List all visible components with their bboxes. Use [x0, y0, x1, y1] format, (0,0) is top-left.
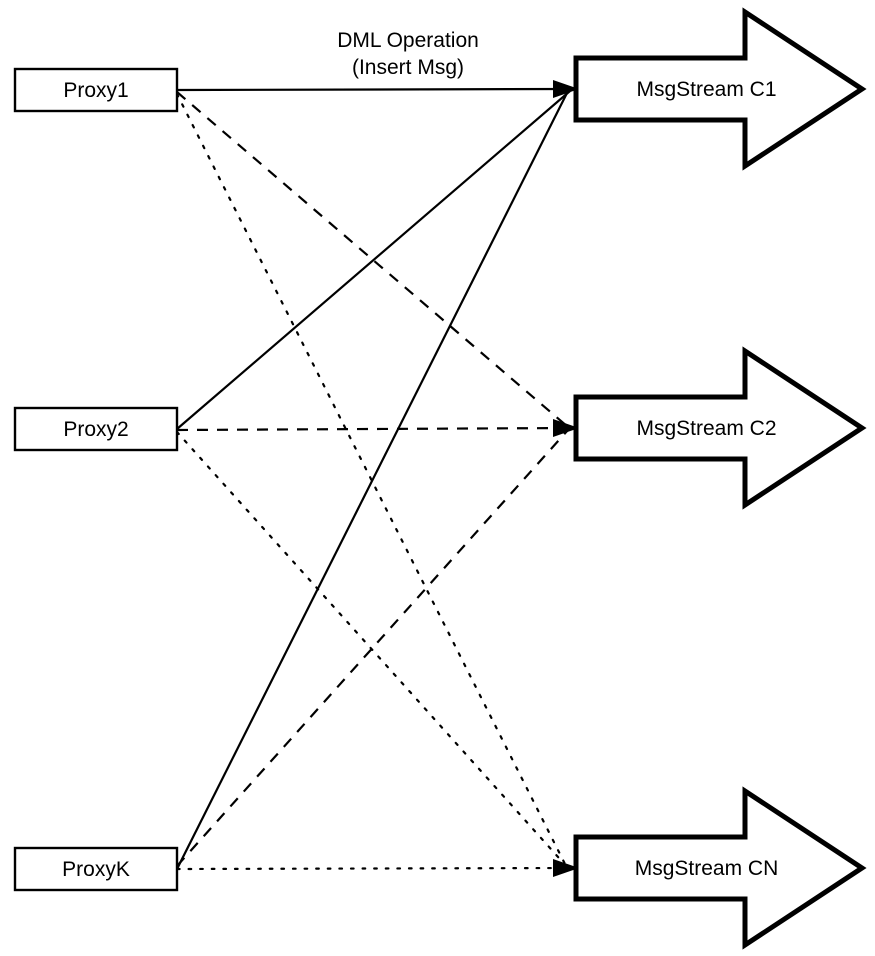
- node-box-rect-proxyk: [13, 846, 179, 892]
- node-proxyk[interactable]: ProxyK: [13, 846, 179, 892]
- edge-proxyk-c2: [176, 429, 569, 867]
- node-box-label-proxyk: ProxyK: [62, 858, 130, 881]
- stream-label-c2: MsgStream C2: [636, 417, 776, 440]
- arrowheads-layer: [553, 80, 579, 877]
- stream-arrow-shape-c2: [573, 346, 867, 510]
- stream-arrow-shape-cn: [573, 786, 867, 950]
- edge-proxy2-c1: [176, 90, 571, 430]
- arrowhead-head-c1: [553, 80, 579, 98]
- stream-cn[interactable]: MsgStream CN: [573, 786, 867, 950]
- edges-layer: [175, 87, 571, 871]
- arrowhead-head-cn: [553, 859, 579, 877]
- edge-proxy2-cn: [175, 430, 569, 869]
- node-box-label-proxy1: Proxy1: [63, 79, 128, 102]
- edge-proxy1-c1: [176, 87, 571, 92]
- stream-arrow-shape-c1: [573, 7, 867, 171]
- stream-c2[interactable]: MsgStream C2: [573, 346, 867, 510]
- edge-label-line-2: (Insert Msg): [352, 56, 464, 79]
- node-box-rect-proxy1: [13, 67, 179, 113]
- streams-layer: MsgStream C1 MsgStream C2 MsgStream CN: [573, 7, 867, 950]
- stream-label-c1: MsgStream C1: [636, 78, 776, 101]
- stream-c1[interactable]: MsgStream C1: [573, 7, 867, 171]
- edge-label-dml-operation: DML Operation (Insert Msg): [337, 29, 479, 79]
- edge-proxy1-cn: [175, 92, 568, 868]
- node-box-label-proxy2: Proxy2: [63, 418, 128, 441]
- node-proxy2[interactable]: Proxy2: [13, 406, 179, 452]
- edge-label-line-1: DML Operation: [337, 29, 479, 52]
- edge-proxyk-cn: [175, 866, 570, 871]
- node-proxy1[interactable]: Proxy1: [13, 67, 179, 113]
- edge-proxyk-c1: [176, 92, 568, 870]
- edge-proxy2-c2: [176, 426, 571, 432]
- arrowhead-head-c2: [553, 419, 579, 437]
- node-box-rect-proxy2: [13, 406, 179, 452]
- edge-proxy1-c2: [176, 91, 569, 428]
- stream-label-cn: MsgStream CN: [635, 857, 779, 880]
